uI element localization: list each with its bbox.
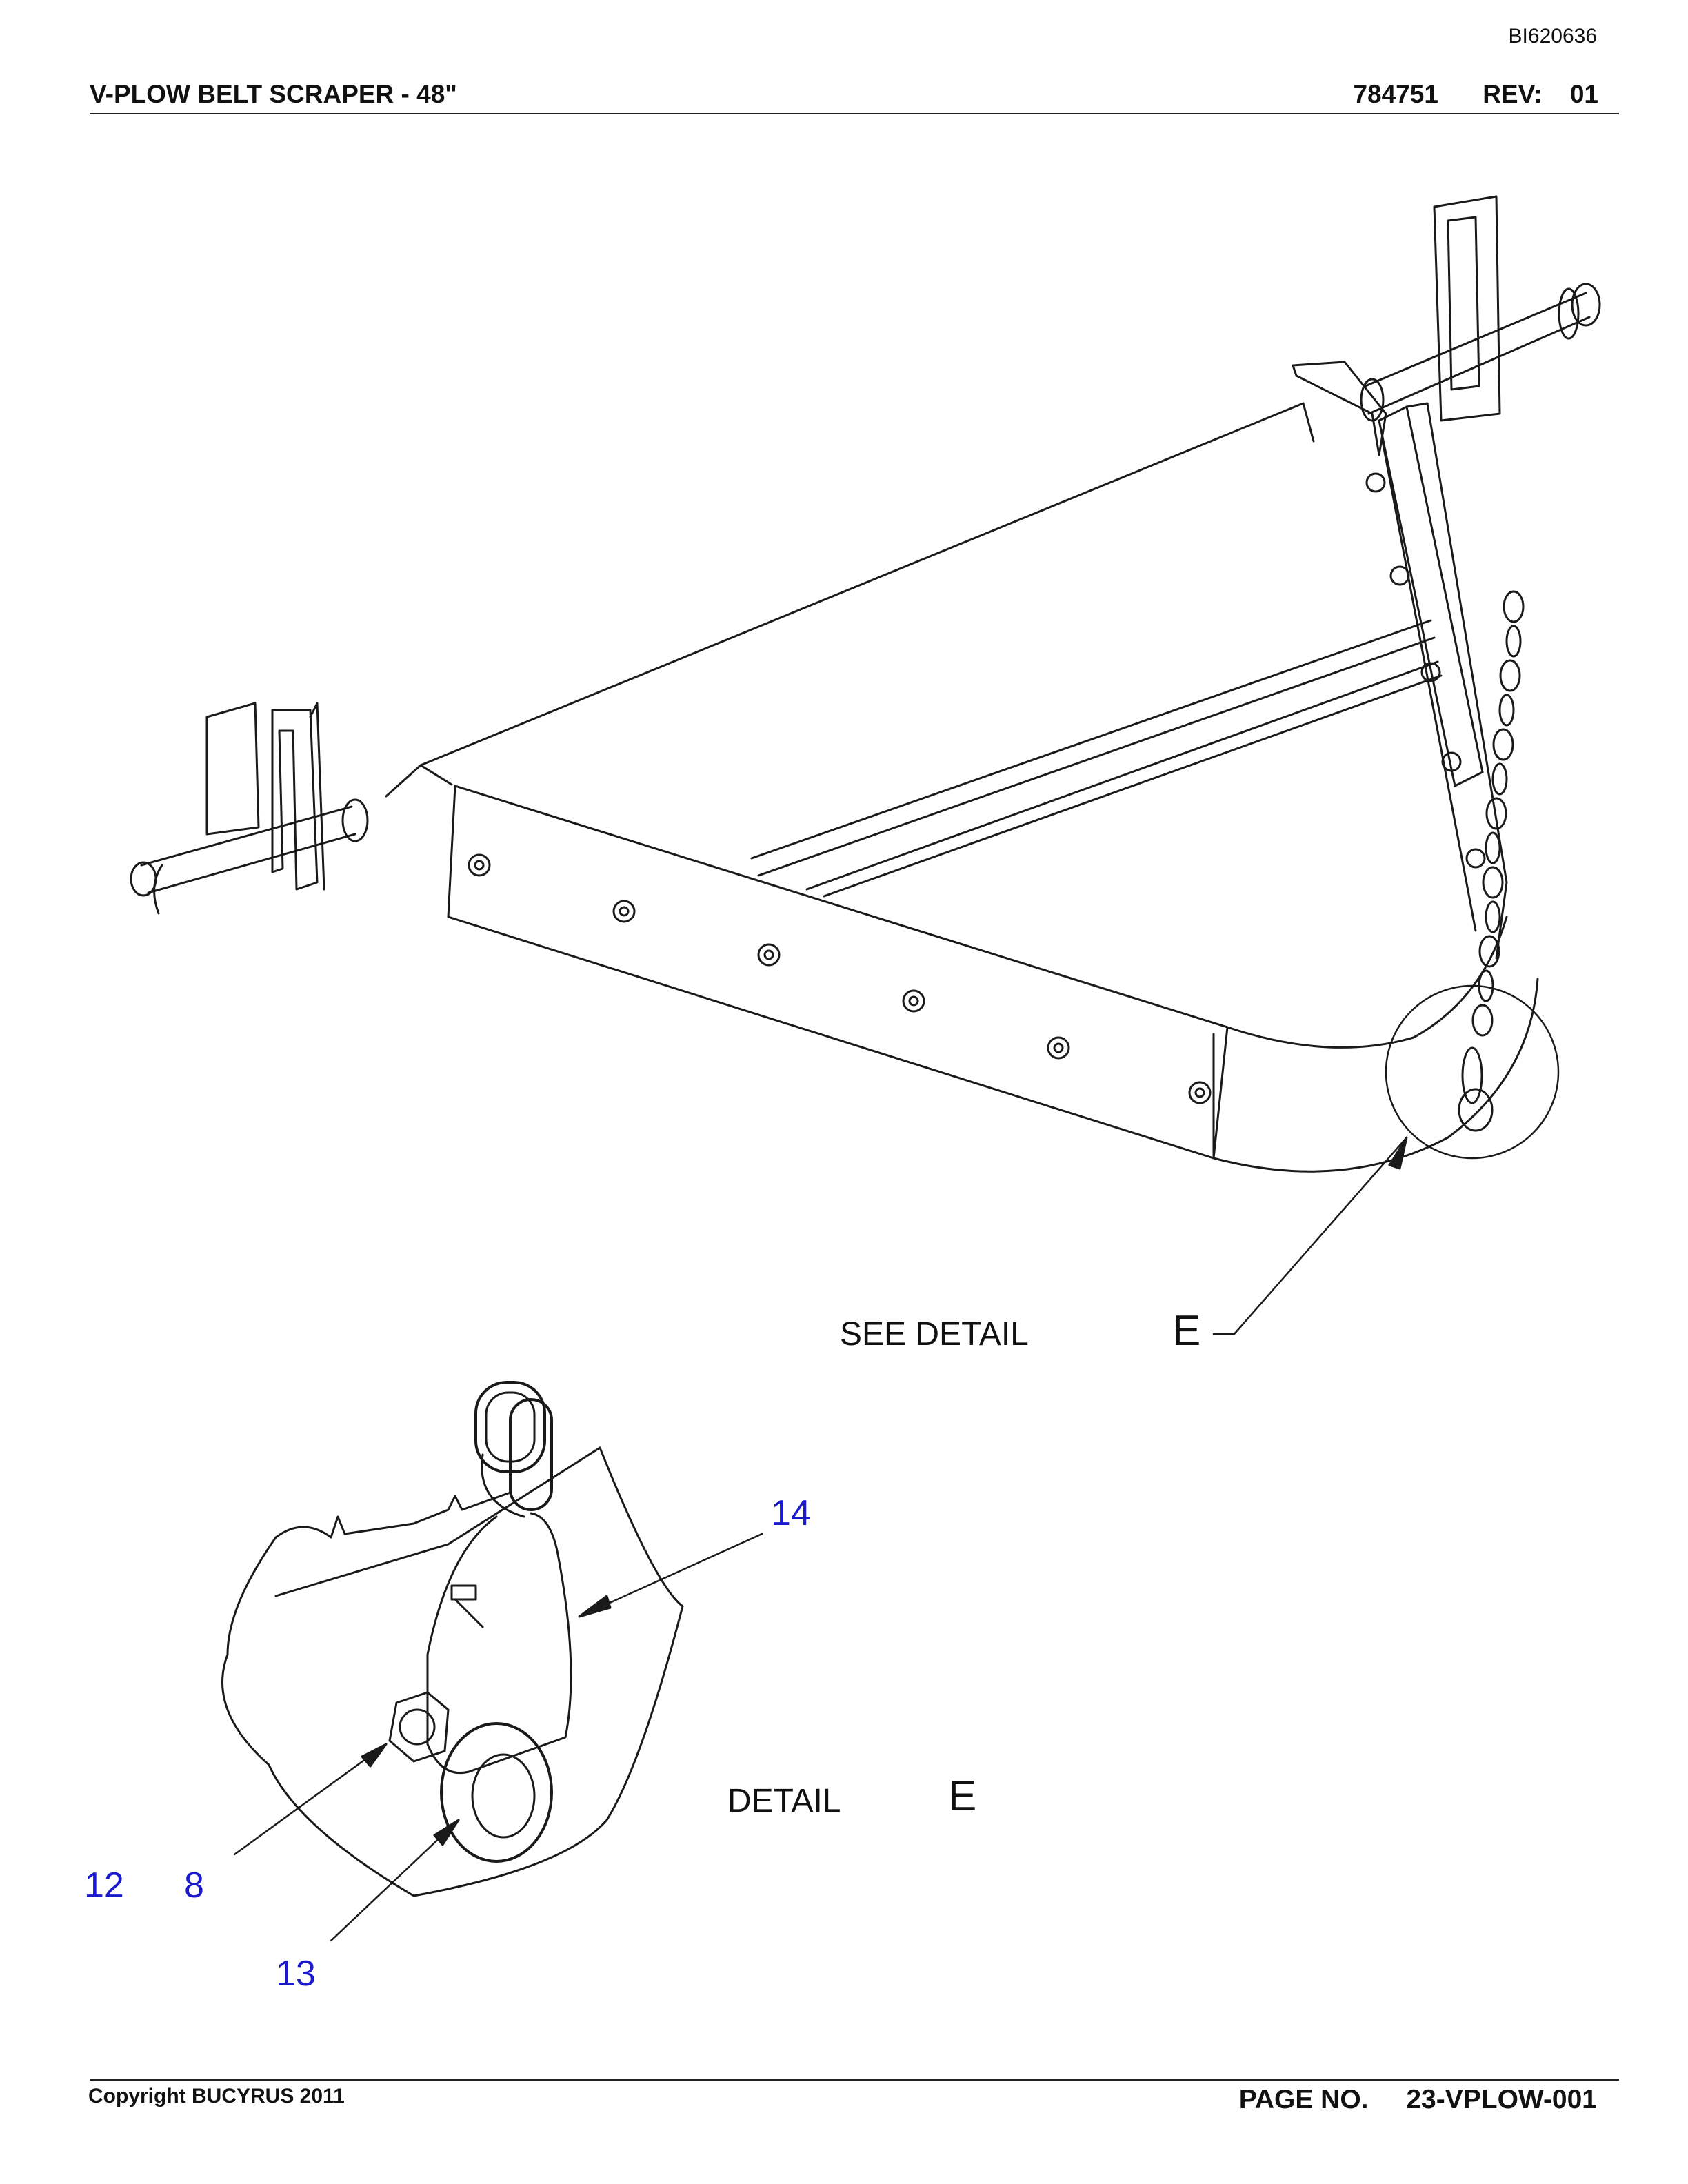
drawing-title: V-PLOW BELT SCRAPER - 48" (90, 80, 457, 108)
see-detail-label: SEE DETAIL (840, 1316, 1029, 1353)
header-rule (90, 113, 1619, 114)
rev-value: 01 (1569, 80, 1598, 108)
callout-14: 14 (771, 1493, 811, 1533)
callout-13: 13 (276, 1954, 316, 1994)
see-detail-letter: E (1172, 1307, 1201, 1355)
part-number: 784751 (1353, 80, 1438, 108)
document-id: BI620636 (1508, 25, 1597, 48)
detail-label: DETAIL (727, 1783, 841, 1819)
footer-rule (90, 2079, 1619, 2081)
callout-8: 8 (184, 1866, 204, 1905)
page-value: 23-VPLOW-001 (1406, 2085, 1597, 2114)
page-number-block: PAGE NO. 23-VPLOW-001 (1239, 2085, 1597, 2115)
rev-label: REV: (1483, 80, 1543, 108)
detail-letter: E (948, 1772, 977, 1820)
detail-e-view (221, 1381, 763, 1942)
page-label: PAGE NO. (1238, 2085, 1369, 2114)
scraper-assembly (130, 195, 1601, 1335)
copyright: Copyright BUCYRUS 2011 (88, 2085, 345, 2107)
detail-e-circle (1385, 984, 1560, 1160)
part-rev-block: 784751 REV: 01 (1353, 80, 1598, 109)
blade-bolts (468, 853, 1212, 1104)
chain (1458, 590, 1525, 1132)
arm-bolts (1365, 472, 1486, 869)
callout-12: 12 (84, 1866, 124, 1905)
